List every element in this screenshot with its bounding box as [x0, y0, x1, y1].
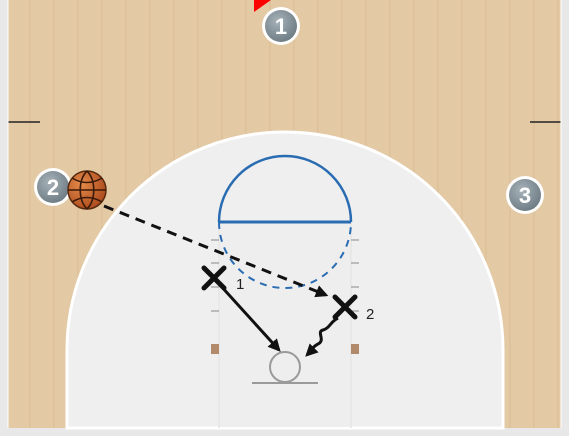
- offense-player-1[interactable]: 1: [262, 7, 300, 45]
- free-throw-arc-top: [217, 154, 353, 223]
- free-throw-arc-bottom: [218, 221, 352, 289]
- player-token: [509, 179, 541, 211]
- basketball-icon: [67, 170, 107, 210]
- player-label: 1: [275, 14, 287, 39]
- red-marker: [254, 0, 271, 12]
- player-token: [265, 10, 297, 42]
- defender-2[interactable]: 2: [332, 294, 374, 323]
- block-right: [351, 344, 359, 354]
- block-left: [211, 344, 219, 354]
- offense-player-3[interactable]: 3: [506, 176, 544, 214]
- basket-rim: [269, 351, 301, 383]
- defender-label: 1: [236, 276, 244, 293]
- cut-line-1: [218, 283, 281, 352]
- defender-1[interactable]: 1: [201, 265, 244, 293]
- player-label: 3: [519, 183, 531, 208]
- defender-label: 2: [366, 306, 374, 323]
- pass-line: [103, 204, 329, 298]
- player-label: 2: [47, 175, 59, 200]
- defender-x-icon: [332, 294, 358, 320]
- cut-line-2: [305, 316, 339, 357]
- player-token: [37, 171, 69, 203]
- offense-player-2[interactable]: 2: [34, 168, 72, 206]
- defender-x-icon: [201, 265, 227, 291]
